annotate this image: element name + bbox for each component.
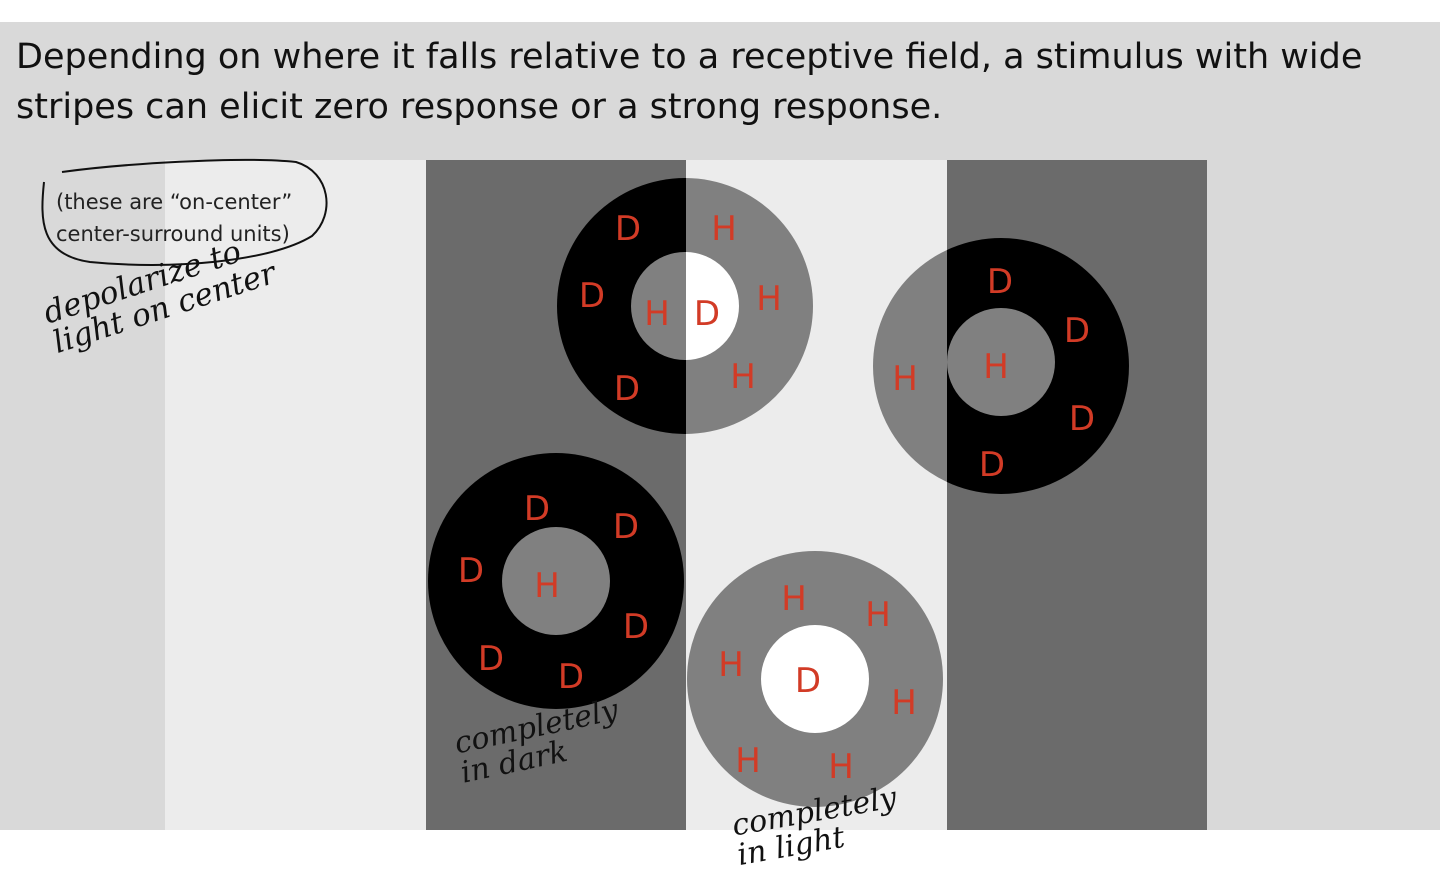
center (761, 625, 869, 733)
surround-dark-half (557, 178, 686, 434)
mark-d: D (615, 209, 641, 249)
mark-h: H (891, 683, 917, 723)
note-outline (41, 158, 328, 266)
center (947, 308, 1055, 416)
mark-d: D (1064, 311, 1090, 351)
mark-h: H (534, 566, 560, 606)
mark-d: D (614, 369, 640, 409)
center-dark-half (631, 252, 686, 360)
mark-h: H (735, 741, 761, 781)
mark-d: D (1069, 399, 1095, 439)
mark-h: H (644, 294, 670, 334)
center-light-half (686, 252, 739, 360)
mark-h: H (756, 279, 782, 319)
mark-d: D (694, 294, 720, 334)
mark-h: H (865, 595, 891, 635)
mark-h: H (892, 359, 918, 399)
receptive-field-light (687, 551, 943, 807)
mark-h: H (828, 747, 854, 787)
mark-h: H (781, 579, 807, 619)
surround-light-half (686, 178, 813, 434)
receptive-field-edge-1 (557, 178, 813, 434)
mark-d: D (795, 661, 821, 701)
mark-h: H (711, 209, 737, 249)
mark-d: D (579, 276, 605, 316)
mark-d: D (524, 489, 550, 529)
mark-d: D (987, 262, 1013, 302)
light-stripe-1 (165, 160, 426, 830)
mark-h: H (730, 357, 756, 397)
mark-d: D (613, 507, 639, 547)
surround-light-half (873, 249, 947, 483)
receptive-field-dark (428, 453, 684, 709)
on-center-note: (these are “on-center” center-surround u… (56, 190, 293, 246)
mark-d: D (623, 607, 649, 647)
center (502, 527, 610, 635)
mark-d: D (558, 657, 584, 697)
slide-title: Depending on where it falls relative to … (16, 37, 1363, 127)
mark-h: H (983, 347, 1009, 387)
mark-d: D (478, 639, 504, 679)
mark-d: D (458, 551, 484, 591)
mark-h: H (718, 645, 744, 685)
mark-d: D (979, 445, 1005, 485)
receptive-field-edge-2 (873, 238, 1129, 494)
